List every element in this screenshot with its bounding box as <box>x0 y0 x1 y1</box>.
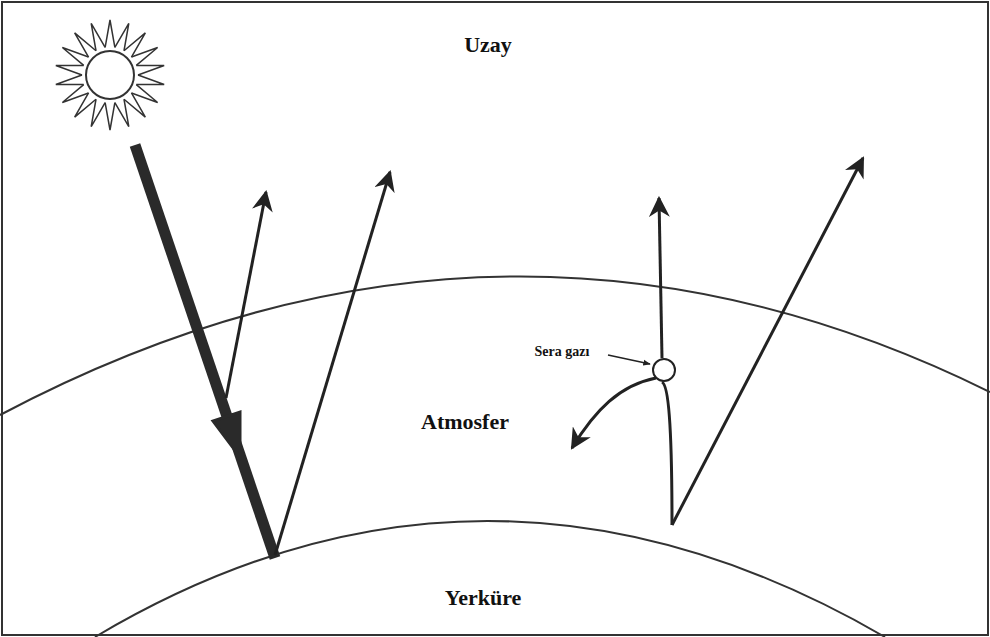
outgoing-radiation <box>672 158 863 525</box>
leader-line <box>608 355 650 364</box>
reflected-radiation <box>275 172 390 555</box>
sun-ray <box>105 20 115 47</box>
atmosphere-boundary <box>0 276 990 415</box>
greenhouse-gas-molecule <box>653 359 675 381</box>
sun-ray <box>56 65 84 75</box>
callout-label: Sera gazı <box>535 344 590 360</box>
earth-surface <box>95 521 885 637</box>
incoming-radiation <box>135 145 275 558</box>
back-radiation <box>572 378 656 448</box>
sun-ray <box>115 99 129 126</box>
reflected-radiation <box>226 192 266 398</box>
sun-ray <box>62 85 88 103</box>
arrow-head <box>213 412 240 457</box>
sun-symbol <box>56 20 164 130</box>
sun-ray <box>136 65 164 75</box>
region-label: Atmosfer <box>421 409 509 435</box>
sun-ray <box>56 75 84 85</box>
region-label: Uzay <box>464 32 512 58</box>
sun-ray <box>131 48 157 66</box>
escaping-radiation <box>659 198 662 358</box>
region-label: Yerküre <box>445 585 522 611</box>
sun-ray <box>136 75 164 85</box>
sun-ray <box>91 23 105 50</box>
sun-ray <box>91 99 105 126</box>
emitted-radiation <box>662 382 672 525</box>
sun-ray <box>105 103 115 130</box>
sun-ray <box>115 23 129 50</box>
